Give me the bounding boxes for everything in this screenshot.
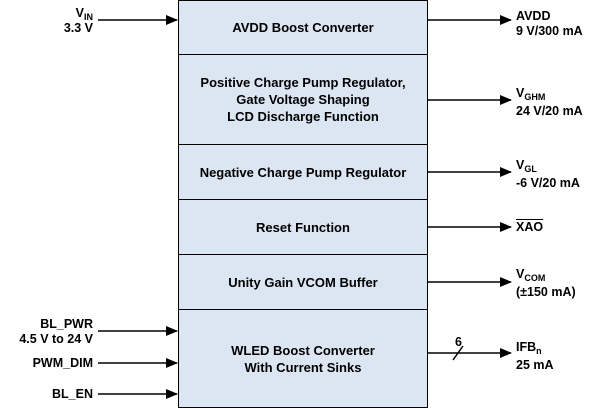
wled-boost-converter-block: WLED Boost Converter With Current Sinks (178, 309, 428, 408)
negative-charge-pump-block: Negative Charge Pump Regulator (178, 144, 428, 200)
bus-width-label: 6 (455, 335, 462, 349)
block-label: Reset Function (256, 219, 350, 235)
avdd-label: AVDD 9 V/300 mA (516, 9, 583, 38)
bus-slash (452, 345, 464, 361)
avdd-boost-converter-block: AVDD Boost Converter (178, 0, 428, 55)
pwm-dim-label: PWM_DIM (32, 356, 93, 370)
block-label: Positive Charge Pump Regulator, Gate Vol… (200, 75, 406, 124)
vcom-buffer-block: Unity Gain VCOM Buffer (178, 254, 428, 310)
block-label: Negative Charge Pump Regulator (199, 164, 407, 180)
bl-pwr-label: BL_PWR 4.5 V to 24 V (19, 317, 93, 346)
vin-label: VIN 3.3 V (63, 6, 93, 35)
vghm-label: VGHM 24 V/20 mA (516, 86, 583, 118)
block-label: WLED Boost Converter With Current Sinks (231, 342, 375, 375)
vgl-label: VGL -6 V/20 mA (516, 158, 580, 190)
vcom-label: VCOM (±150 mA) (516, 267, 576, 299)
positive-charge-pump-block: Positive Charge Pump Regulator, Gate Vol… (178, 54, 428, 145)
block-label: Unity Gain VCOM Buffer (228, 274, 378, 290)
bl-en-label: BL_EN (52, 387, 93, 401)
ifb-label: IFBn 25 mA (516, 340, 554, 372)
xao-label: XAO (516, 220, 544, 234)
block-label: AVDD Boost Converter (232, 20, 374, 35)
